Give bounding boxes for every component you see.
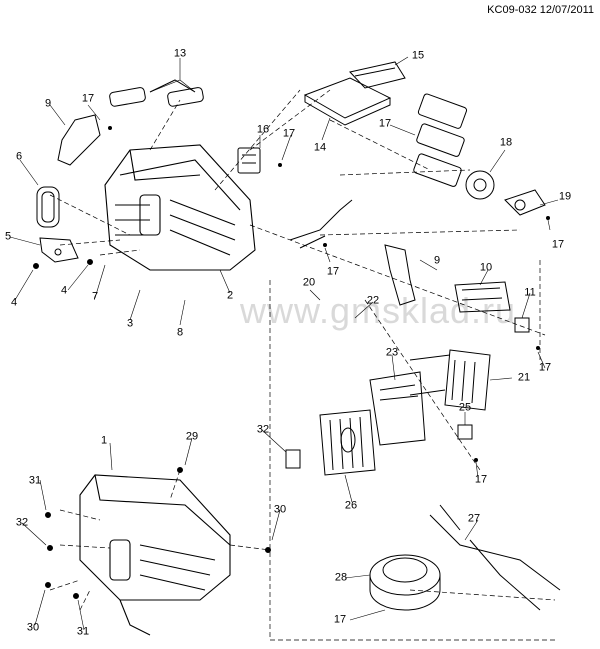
callout-label: 31 xyxy=(28,474,42,487)
housing-25 xyxy=(369,371,426,446)
door-10 xyxy=(454,281,511,313)
callout-label: 32 xyxy=(256,423,270,436)
guide-lines xyxy=(49,89,556,641)
callout-label: 9 xyxy=(433,254,441,267)
callout-label: 13 xyxy=(173,47,187,60)
actuator-16 xyxy=(237,147,261,174)
callout-label: 11 xyxy=(524,286,536,299)
bracket-9 xyxy=(57,114,101,166)
callout-label: 26 xyxy=(344,499,358,512)
callout-label: 14 xyxy=(313,141,327,154)
lever-20 xyxy=(504,189,546,216)
callout-label: 27 xyxy=(467,512,481,525)
callout-label: 2 xyxy=(226,289,234,302)
callout-label: 17 xyxy=(378,117,392,130)
valve-33 xyxy=(285,449,301,469)
callout-label: 17 xyxy=(474,473,488,486)
callout-label: 32 xyxy=(15,516,29,529)
callout-label: 16 xyxy=(256,123,270,136)
leader-lines xyxy=(9,56,559,631)
gasket-6 xyxy=(36,186,60,228)
callout-label: 3 xyxy=(126,317,134,330)
gaskets-13 xyxy=(109,79,204,107)
callout-label: 10 xyxy=(479,261,493,274)
callout-label: 31 xyxy=(76,625,90,638)
fasteners xyxy=(33,126,550,599)
callout-label: 17 xyxy=(326,265,340,278)
callout-label: 6 xyxy=(15,150,23,163)
callout-label: 28 xyxy=(334,571,348,584)
callout-label: 23 xyxy=(385,346,399,359)
callout-label: 15 xyxy=(411,49,425,62)
callout-label: 7 xyxy=(91,290,99,303)
hvac-module-lower xyxy=(79,474,231,636)
callout-label: 30 xyxy=(273,503,287,516)
harness-28 xyxy=(429,504,561,611)
callout-label: 22 xyxy=(366,294,380,307)
callout-label: 17 xyxy=(81,92,95,105)
sensor-11 xyxy=(514,317,530,333)
hose-21 xyxy=(289,199,353,249)
callout-label: 9 xyxy=(44,97,52,110)
watermark: www.gmsklad.ru xyxy=(240,290,517,331)
bracket-5 xyxy=(39,237,79,263)
callout-label: 29 xyxy=(185,430,199,443)
callout-label: 17 xyxy=(538,361,552,374)
duct-9 xyxy=(384,244,416,306)
callout-label: 30 xyxy=(26,621,40,634)
callout-label: 5 xyxy=(4,230,12,243)
callout-label: 1 xyxy=(100,434,108,447)
callout-label: 21 xyxy=(517,371,531,384)
blower-29 xyxy=(369,554,441,611)
callout-label: 17 xyxy=(551,238,565,251)
heater-core-22 xyxy=(409,349,491,411)
evaporator-27 xyxy=(319,409,376,476)
drawing-reference: KC09-032 12/07/2011 xyxy=(487,4,594,16)
callout-label: 18 xyxy=(499,136,513,149)
callout-label: 19 xyxy=(558,190,572,203)
filter-14 xyxy=(303,77,392,126)
hvac-module-upper xyxy=(104,144,256,271)
callout-label: 4 xyxy=(60,284,68,297)
callout-label: 20 xyxy=(302,276,316,289)
callout-label: 4 xyxy=(10,296,18,309)
sensor-26 xyxy=(457,424,473,440)
doors-18 xyxy=(413,93,468,187)
frame-15 xyxy=(349,61,406,89)
callout-label: 8 xyxy=(176,326,184,339)
callout-label: 25 xyxy=(458,401,472,414)
callout-label: 17 xyxy=(333,613,347,626)
callout-label: 17 xyxy=(282,127,296,140)
actuator-19 xyxy=(465,170,495,200)
